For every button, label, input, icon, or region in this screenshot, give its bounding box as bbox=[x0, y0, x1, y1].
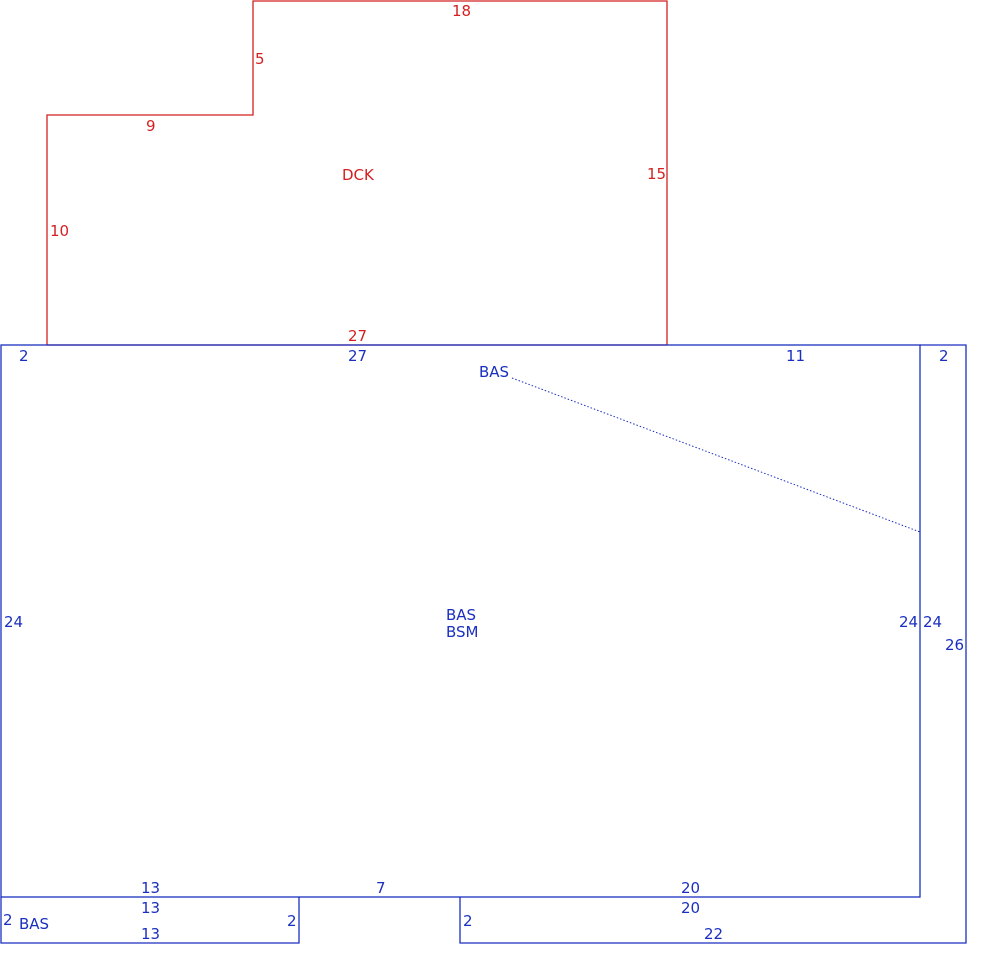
deck-dim-step-horizontal: 9 bbox=[146, 117, 156, 135]
lower-right-dim-left: 2 bbox=[463, 912, 473, 930]
main-dim-left: 24 bbox=[4, 613, 23, 631]
main-dim-top-right: 11 bbox=[786, 347, 805, 365]
lower-left-dim-left: 2 bbox=[3, 911, 13, 929]
main-dim-bottom-middle: 7 bbox=[376, 879, 386, 897]
lower-left-outline bbox=[0, 897, 300, 944]
main-area-code-1: BAS bbox=[446, 606, 476, 624]
lower-left-area-code: BAS bbox=[19, 915, 49, 933]
deck-outline bbox=[46, 0, 668, 345]
side-dim-top: 2 bbox=[939, 347, 949, 365]
dotted-diagonal bbox=[511, 377, 921, 533]
main-dim-bottom-right: 20 bbox=[681, 879, 700, 897]
main-dim-top-left: 2 bbox=[19, 347, 29, 365]
lower-left-dim-right: 2 bbox=[287, 912, 297, 930]
side-dim-inner: 24 bbox=[923, 613, 942, 631]
side-dim-outer: 26 bbox=[945, 636, 964, 654]
lower-right-dim-top: 20 bbox=[681, 899, 700, 917]
main-dim-top: 27 bbox=[348, 347, 367, 365]
deck-dim-top: 18 bbox=[452, 2, 471, 20]
deck-dim-right: 15 bbox=[647, 165, 666, 183]
deck-dim-bottom: 27 bbox=[348, 327, 367, 345]
main-area-code-2: BSM bbox=[446, 623, 479, 641]
side-strip-outline bbox=[459, 344, 967, 944]
upper-bas-area-code: BAS bbox=[479, 363, 509, 381]
main-dim-right-inner: 24 bbox=[899, 613, 918, 631]
deck-area-code: DCK bbox=[342, 166, 375, 184]
lower-left-dim-bottom: 13 bbox=[141, 925, 160, 943]
lower-right-dim-bottom: 22 bbox=[704, 925, 723, 943]
lower-left-dim-top: 13 bbox=[141, 899, 160, 917]
main-dim-bottom-left: 13 bbox=[141, 879, 160, 897]
deck-dim-left: 10 bbox=[50, 222, 69, 240]
deck-dim-step-vertical: 5 bbox=[255, 50, 265, 68]
